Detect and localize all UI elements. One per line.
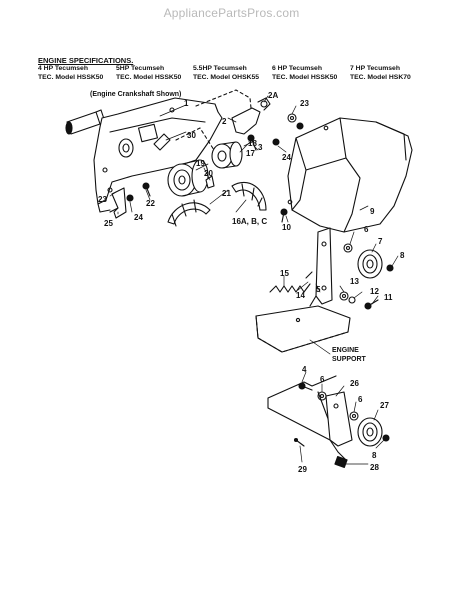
nut-part-24-right xyxy=(272,138,280,146)
pulley-hub xyxy=(211,141,243,169)
washer-part-12 xyxy=(348,296,356,304)
idler-pulley-lower xyxy=(357,417,390,447)
spec-hp: 5HP Tecumseh xyxy=(116,65,165,72)
callout-9: 9 xyxy=(370,207,375,216)
callout-3: 3 xyxy=(258,143,263,152)
spec-column-3: 5.5HP Tecumseh TEC. Model OHSK55 xyxy=(193,65,259,82)
callout-6-mid: 6 xyxy=(320,375,325,384)
callout-12: 12 xyxy=(370,287,379,296)
callout-14: 14 xyxy=(296,291,305,300)
spec-model: TEC. Model HSSK50 xyxy=(38,73,104,81)
spec-model: TEC. Model HSK70 xyxy=(350,73,411,81)
watermark: AppliancePartsPros.com xyxy=(163,6,300,20)
callout-2a: 2A xyxy=(268,91,278,100)
callout-8-upper: 8 xyxy=(400,251,405,260)
spec-column-4: 6 HP Tecumseh TEC. Model HSSK50 xyxy=(272,65,337,82)
spec-model: TEC. Model HSSK50 xyxy=(116,73,182,81)
engine-support-plate xyxy=(255,305,351,353)
spec-model: TEC. Model OHSK55 xyxy=(193,73,260,81)
lower-bracket xyxy=(325,391,353,447)
callout-28: 28 xyxy=(370,463,379,472)
washer-part-23 xyxy=(287,113,304,130)
spec-column-1: 4 HP Tecumseh TEC. Model HSSK50 xyxy=(38,65,103,82)
callout-15: 15 xyxy=(280,269,289,278)
specs-title: ENGINE SPECIFICATIONS. xyxy=(38,56,134,65)
callout-23-lower: 23 xyxy=(98,195,107,204)
callout-19: 19 xyxy=(196,159,205,168)
callout-24-right: 24 xyxy=(282,153,291,162)
callout-13: 13 xyxy=(350,277,359,286)
nut-part-24-left xyxy=(126,194,134,202)
callout-4: 4 xyxy=(302,365,307,374)
engine-shroud xyxy=(287,117,413,233)
spec-column-2: 5HP Tecumseh TEC. Model HSSK50 xyxy=(116,65,181,82)
engine-support-caption-1: ENGINE xyxy=(332,347,359,354)
callout-7: 7 xyxy=(378,237,383,246)
callout-16abc: 16A, B, C xyxy=(232,217,267,226)
callout-29: 29 xyxy=(298,465,307,474)
belt-guard-left xyxy=(167,199,211,227)
washer-part-13 xyxy=(339,291,349,301)
crankshaft-caption: (Engine Crankshaft Shown) xyxy=(90,91,181,98)
bracket-part-30 xyxy=(153,133,171,151)
idler-bracket xyxy=(309,227,333,307)
callout-labels: 1 2 2A 3 23 30 18 17 19 20 21 22 23 24 2… xyxy=(90,91,405,474)
pulley-key xyxy=(205,175,215,189)
callout-10: 10 xyxy=(282,223,291,232)
callout-21: 21 xyxy=(222,189,231,198)
callout-22: 22 xyxy=(146,199,155,208)
callout-17: 17 xyxy=(246,149,255,158)
bolt-part-3 xyxy=(247,134,257,151)
spec-hp: 4 HP Tecumseh xyxy=(38,65,88,72)
leader-lines xyxy=(109,95,399,465)
callout-8-lower: 8 xyxy=(372,451,377,460)
callout-18: 18 xyxy=(248,139,257,148)
idler-arm-bracket xyxy=(231,97,271,135)
belt-guard-right xyxy=(231,181,267,211)
callout-23-upper: 23 xyxy=(300,99,309,108)
callout-20: 20 xyxy=(204,169,213,178)
spec-model: TEC. Model HSSK50 xyxy=(272,73,338,81)
callout-1: 1 xyxy=(184,99,189,108)
callout-6-lower: 6 xyxy=(358,395,363,404)
spec-hp: 5.5HP Tecumseh xyxy=(193,65,247,72)
callout-5: 5 xyxy=(316,285,321,294)
rod-cap-part-28 xyxy=(334,455,348,469)
bracket-part-25 xyxy=(109,187,127,219)
idler-pulley-upper xyxy=(343,243,394,279)
callout-26: 26 xyxy=(350,379,359,388)
bolt-part-11 xyxy=(364,299,379,310)
bolt-part-10 xyxy=(280,208,288,223)
callout-30: 30 xyxy=(187,131,196,140)
spec-hp: 7 HP Tecumseh xyxy=(350,65,400,72)
bolt-part-4 xyxy=(298,382,313,391)
callout-25: 25 xyxy=(104,219,113,228)
callout-6-upper: 6 xyxy=(364,225,369,234)
callout-24-left: 24 xyxy=(134,213,143,222)
callout-11: 11 xyxy=(384,293,393,302)
tension-spring xyxy=(269,283,311,293)
callout-27: 27 xyxy=(380,401,389,410)
callout-2: 2 xyxy=(222,117,227,126)
bolt-part-22 xyxy=(142,182,151,197)
spring-hook xyxy=(305,271,313,279)
spec-hp: 6 HP Tecumseh xyxy=(272,65,322,72)
engine-support-caption-2: SUPPORT xyxy=(332,356,367,363)
pin-part-29 xyxy=(293,437,305,447)
spec-column-5: 7 HP Tecumseh TEC. Model HSK70 xyxy=(350,65,411,82)
